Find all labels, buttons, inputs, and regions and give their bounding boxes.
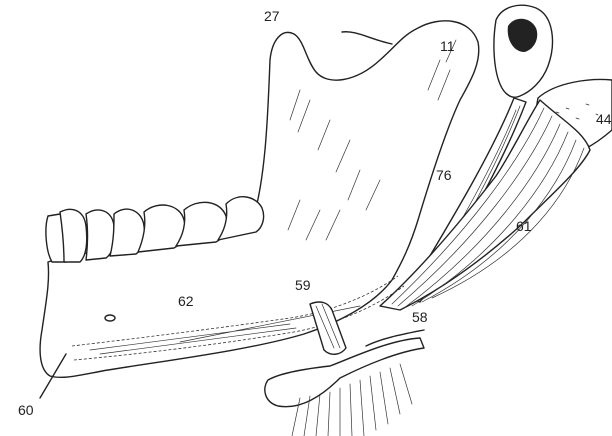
label-76: 76 — [436, 167, 452, 183]
tooth — [60, 209, 87, 262]
label-61: 61 — [516, 218, 532, 234]
label-44: 44 — [596, 111, 612, 127]
label-62: 62 — [178, 293, 194, 309]
label-60: 60 — [18, 402, 34, 418]
label-59: 59 — [295, 277, 311, 293]
mental-foramen — [105, 315, 115, 321]
condyle-neck — [342, 32, 392, 44]
label-27: 27 — [264, 8, 280, 24]
label-11: 11 — [440, 38, 455, 54]
label-58: 58 — [412, 309, 428, 325]
